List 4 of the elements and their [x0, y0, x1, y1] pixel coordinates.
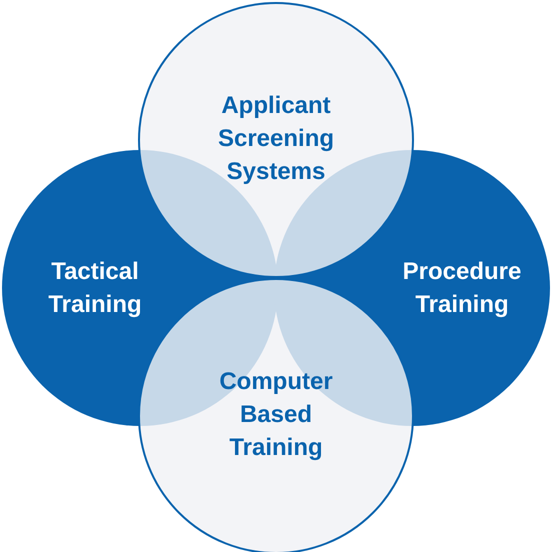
circle-label: Applicant Screening Systems — [216, 90, 336, 186]
circle-label: Tactical Training — [47, 257, 143, 320]
circle-label: Procedure Training — [402, 257, 522, 320]
circle-label: Computer Based Training — [218, 366, 334, 462]
